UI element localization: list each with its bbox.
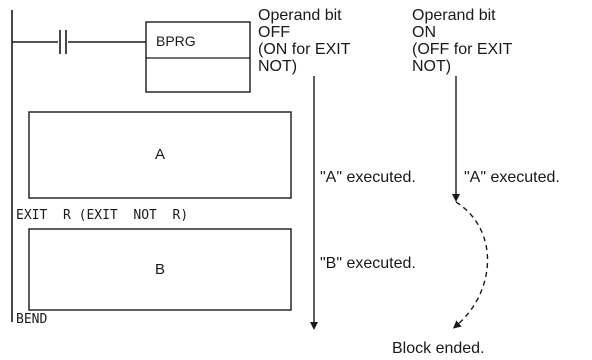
left-heading-line4: NOT): [258, 58, 297, 75]
right-heading-line3: (OFF for EXIT: [412, 41, 513, 58]
bprg-label: BPRG: [156, 33, 196, 49]
block-b-label: B: [155, 261, 165, 278]
block-a-box: [28, 111, 292, 199]
right-heading-line4: NOT): [412, 58, 451, 75]
left-heading-line2: OFF: [258, 24, 290, 41]
left-b-executed: "B" executed.: [320, 255, 416, 272]
exit-instruction-label: EXIT R (EXIT NOT R): [16, 208, 188, 223]
right-heading-line2: ON: [412, 24, 436, 41]
block-a-label: A: [155, 146, 165, 163]
right-a-executed: "A" executed.: [464, 169, 560, 186]
bend-label: BEND: [16, 312, 47, 327]
block-ended-label: Block ended.: [392, 340, 485, 357]
bprg-instruction-box: [145, 21, 251, 93]
jump-to-end-arrow: [452, 201, 489, 329]
left-heading-line1: Operand bit: [258, 7, 342, 24]
left-a-executed: "A" executed.: [320, 169, 416, 186]
block-b-box: [28, 228, 292, 311]
left-heading-line3: (ON for EXIT: [258, 41, 351, 58]
right-heading-line1: Operand bit: [412, 7, 496, 24]
